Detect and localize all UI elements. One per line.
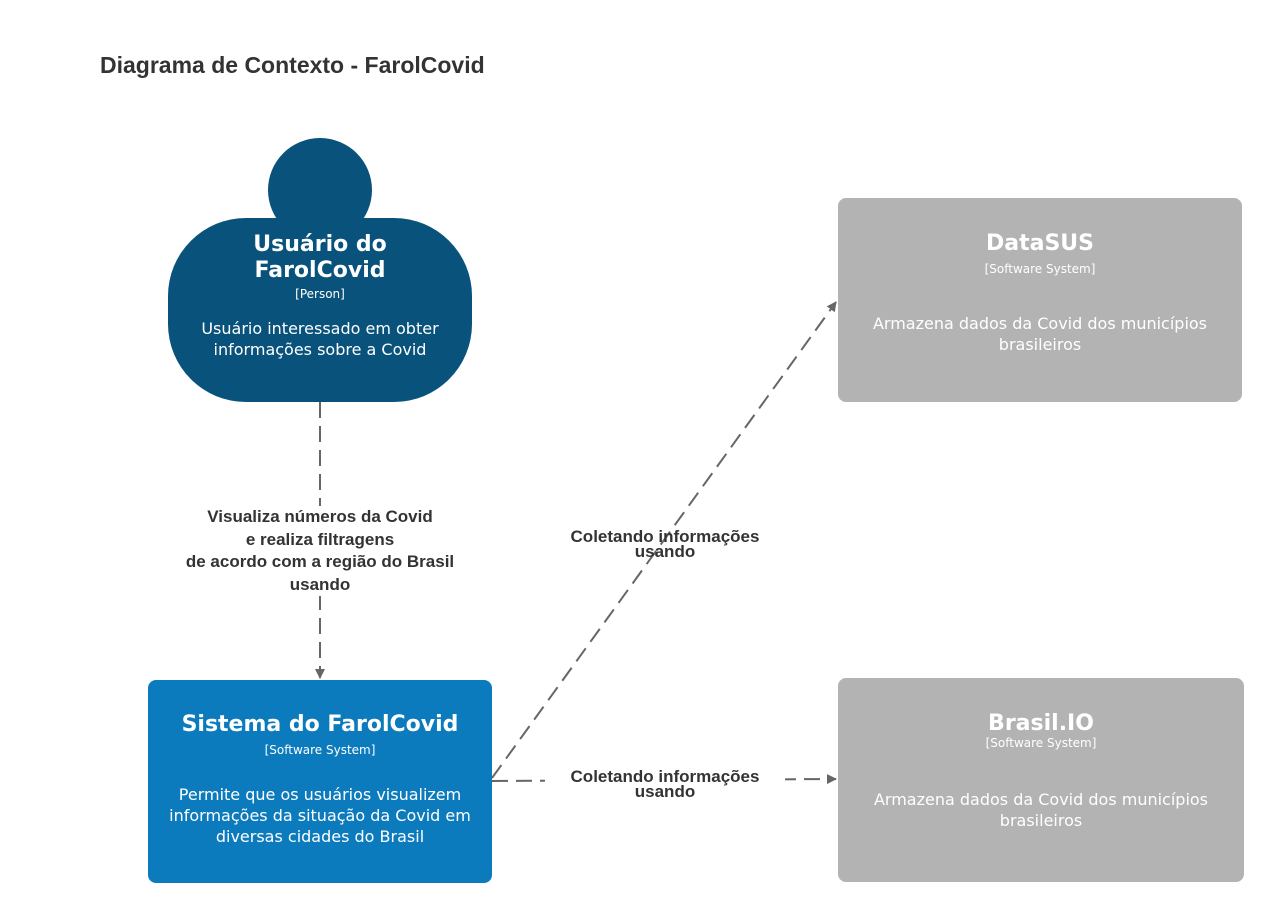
diagram-title: Diagrama de Contexto - FarolCovid [100,52,485,78]
brasilio-description: Armazena dados da Covid dos municípios b… [838,789,1244,831]
person-desc-line: Usuário interessado em obter [201,319,439,338]
brasilio-type: [Software System] [985,736,1097,750]
datasus-desc-line: Armazena dados da Covid dos municípios [872,314,1208,333]
brasilio-desc-line: brasileiros [999,811,1083,830]
relation-label-user-to-sistema: Visualiza números da Covid e realiza fil… [160,506,480,596]
person-body-shape [168,218,472,402]
system-sistema-farolcovid[interactable]: Sistema do FarolCovid [Software System] … [148,680,492,883]
brasilio-desc-line: Armazena dados da Covid dos municípios [873,790,1209,809]
arrow-sistema-to-datasus [491,301,837,779]
system-desc-line: diversas cidades do Brasil [215,827,425,846]
relation-label-line: usando [632,782,698,801]
relation-label-sistema-to-datasus: Coletando informações usando [545,527,785,561]
datasus-desc-line: brasileiros [998,335,1082,354]
relation-label-line: e realiza filtragens [242,529,398,549]
datasus-name: DataSUS [985,231,1095,256]
relation-label-line: Coletando informações [570,527,760,546]
person-name-line: Usuário do [253,232,387,257]
person-type: [Person] [295,287,345,301]
person-description: Usuário interessado em obter informações… [168,318,472,360]
datasus-description: Armazena dados da Covid dos municípios b… [838,313,1242,355]
datasus-type: [Software System] [984,262,1096,276]
external-system-datasus[interactable]: DataSUS [Software System] Armazena dados… [838,198,1242,402]
system-desc-line: Permite que os usuários visualizem [178,785,462,804]
relation-label-line: usando [634,542,696,561]
system-name: Sistema do FarolCovid [181,712,459,737]
relation-label-line: Visualiza números da Covid [204,507,436,526]
brasilio-name: Brasil.IO [988,711,1094,736]
system-desc-line: informações da situação da Covid em [169,806,471,825]
relation-label-line: de acordo com a região do Brasil [182,552,458,571]
relation-label-sistema-to-brasilio: Coletando informações usando [545,767,785,801]
person-desc-line: informações sobre a Covid [213,340,427,359]
relation-label-line: usando [286,574,354,594]
relation-label-line: Coletando informações [568,767,762,786]
system-type: [Software System] [264,743,376,757]
person-usuario[interactable]: Usuário do FarolCovid [Person] Usuário i… [168,232,472,360]
external-system-brasilio[interactable]: Brasil.IO [Software System] Armazena dad… [838,678,1244,882]
system-description: Permite que os usuários visualizem infor… [148,784,492,847]
person-name-line: FarolCovid [254,258,386,283]
person-name: Usuário do FarolCovid [168,232,472,284]
